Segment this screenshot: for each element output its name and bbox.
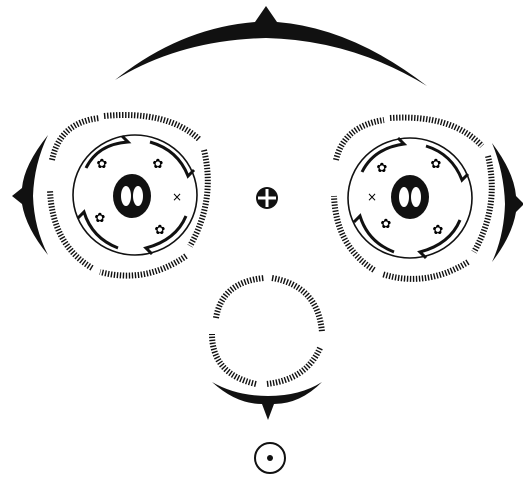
main-axis-symbol (255, 443, 285, 473)
perianth-segment (52, 118, 100, 160)
right-bracteole (492, 143, 523, 262)
aborted-flower (212, 278, 322, 384)
perianth-segment (100, 256, 186, 276)
perianth-segment (212, 334, 256, 384)
perianth-segment (50, 190, 92, 268)
perianth-segment (474, 156, 492, 252)
central-axis-symbol (256, 187, 278, 209)
ovary (391, 175, 429, 219)
lower-bract (212, 382, 322, 420)
stamen: ✿ (155, 223, 166, 238)
perianth-segment (272, 278, 322, 332)
perianth-segment (266, 348, 320, 384)
staminode-mark: × (172, 190, 182, 204)
ovule (399, 187, 409, 207)
stamen: ✿ (153, 157, 164, 172)
petal (146, 216, 186, 254)
top-bract (115, 6, 427, 86)
ovary (113, 174, 151, 218)
stamen: ✿ (97, 157, 108, 172)
stamen: ✿ (381, 217, 392, 232)
perianth-segment (190, 150, 208, 246)
left-bracteole (12, 135, 48, 255)
perianth-segment (216, 278, 264, 318)
ovule (411, 187, 421, 207)
staminode-mark: × (367, 190, 377, 204)
stamen: ✿ (433, 223, 444, 238)
stamen: ✿ (377, 161, 388, 176)
flower-left: ✿ ✿ ✿ ✿ × (50, 115, 208, 276)
stamen: ✿ (431, 157, 442, 172)
stamen: ✿ (95, 211, 106, 226)
ovule (133, 186, 143, 206)
flower-right: ✿ ✿ ✿ ✿ × (334, 118, 492, 279)
perianth-segment (382, 262, 468, 279)
ovule (121, 186, 131, 206)
